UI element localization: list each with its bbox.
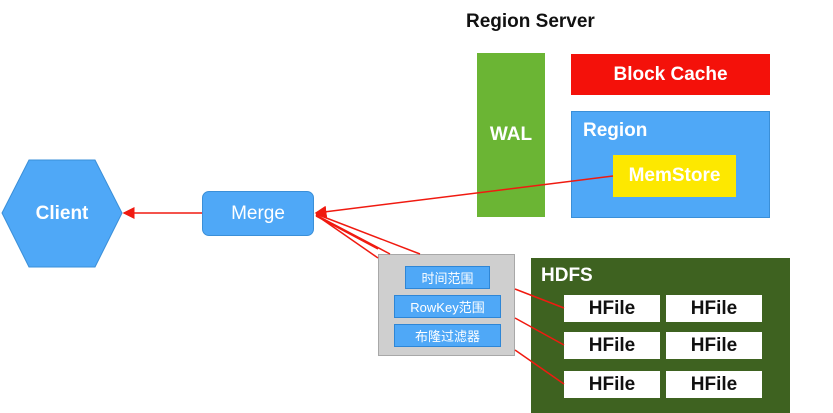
hfile-item: HFile bbox=[666, 371, 762, 398]
hfile-item: HFile bbox=[666, 295, 762, 322]
filter-bloom: 布隆过滤器 bbox=[394, 324, 501, 347]
hfile-item: HFile bbox=[666, 332, 762, 359]
arrow-filter-to-merge-4 bbox=[315, 214, 379, 259]
hfile-item: HFile bbox=[564, 295, 660, 322]
arrow-filter-to-merge-2 bbox=[315, 214, 391, 255]
filter-rowkey-range: RowKey范围 bbox=[394, 295, 501, 318]
region-label: Region bbox=[583, 120, 648, 141]
region-node: Region MemStore bbox=[571, 111, 770, 218]
hdfs-label: HDFS bbox=[541, 265, 593, 286]
block-cache-node: Block Cache bbox=[571, 54, 770, 95]
hdfs-node: HDFS HFile HFile HFile HFile HFile HFile bbox=[531, 258, 790, 413]
merge-node: Merge bbox=[202, 191, 314, 236]
client-node: Client bbox=[1, 159, 123, 268]
client-label: Client bbox=[35, 202, 89, 224]
arrow-memstore-to-merge bbox=[314, 175, 614, 218]
region-server-title: Region Server bbox=[466, 11, 595, 32]
hexagon-shape bbox=[1, 159, 123, 268]
arrow-filter-to-merge-3 bbox=[315, 215, 379, 250]
memstore-node: MemStore bbox=[613, 155, 736, 197]
arrow-filter-to-merge-1 bbox=[315, 213, 421, 255]
hfile-item: HFile bbox=[564, 371, 660, 398]
wal-node: WAL bbox=[477, 53, 545, 217]
filter-box: 时间范围 RowKey范围 布隆过滤器 bbox=[378, 254, 515, 356]
filter-time-range: 时间范围 bbox=[405, 266, 490, 289]
hfile-item: HFile bbox=[564, 332, 660, 359]
